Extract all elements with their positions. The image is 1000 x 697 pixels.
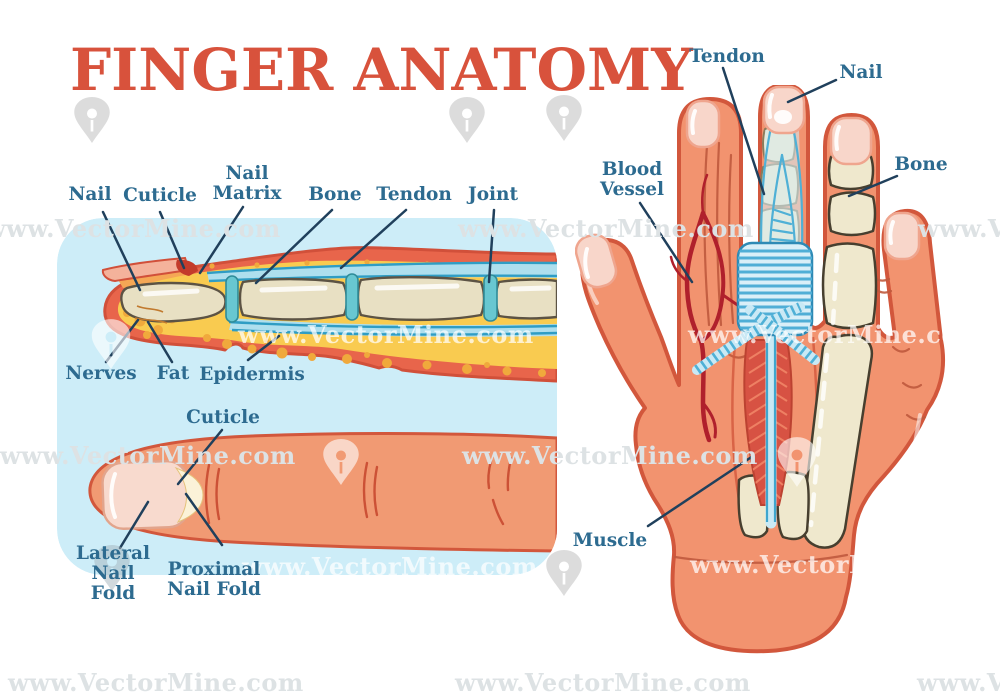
central-tendon [765, 304, 777, 529]
label-nail-hand: Nail [839, 62, 883, 83]
label-joint: Joint [467, 184, 519, 205]
middle-nail-gloss [774, 110, 792, 124]
hand-bone-highlights [808, 252, 840, 528]
label-blood-vessel: Blood Vessel [599, 159, 665, 200]
label-proximal-nail-fold: Proximal Nail Fold [167, 559, 261, 600]
label-cuticle-top-view: Cuticle [186, 407, 260, 428]
bone-highlights [142, 283, 552, 297]
label-nail: Nail [68, 184, 112, 205]
label-fat: Fat [156, 363, 190, 384]
finger-cross-section-illustration [57, 218, 557, 575]
watermark-text: www.VectorMine.com [8, 668, 304, 697]
page-title: FINGER ANATOMY [70, 36, 693, 104]
label-bone: Bone [308, 184, 362, 205]
joints [225, 273, 498, 323]
label-muscle: Muscle [572, 530, 648, 551]
hand-bones [737, 150, 878, 549]
label-tendon: Tendon [376, 184, 452, 205]
label-cuticle: Cuticle [123, 185, 197, 206]
label-epidermis: Epidermis [199, 364, 305, 385]
label-lateral-nail-fold: Lateral Nail Fold [75, 543, 151, 604]
label-bone-hand: Bone [894, 154, 948, 175]
label-tendon-hand: Tendon [689, 46, 765, 67]
crossing-tendons [692, 302, 820, 375]
nail-top-view [101, 460, 190, 530]
label-nail-matrix: Nail Matrix [212, 163, 282, 204]
label-nerves: Nerves [65, 363, 137, 384]
nail-gloss [109, 472, 117, 519]
nail-glosses [583, 93, 895, 279]
